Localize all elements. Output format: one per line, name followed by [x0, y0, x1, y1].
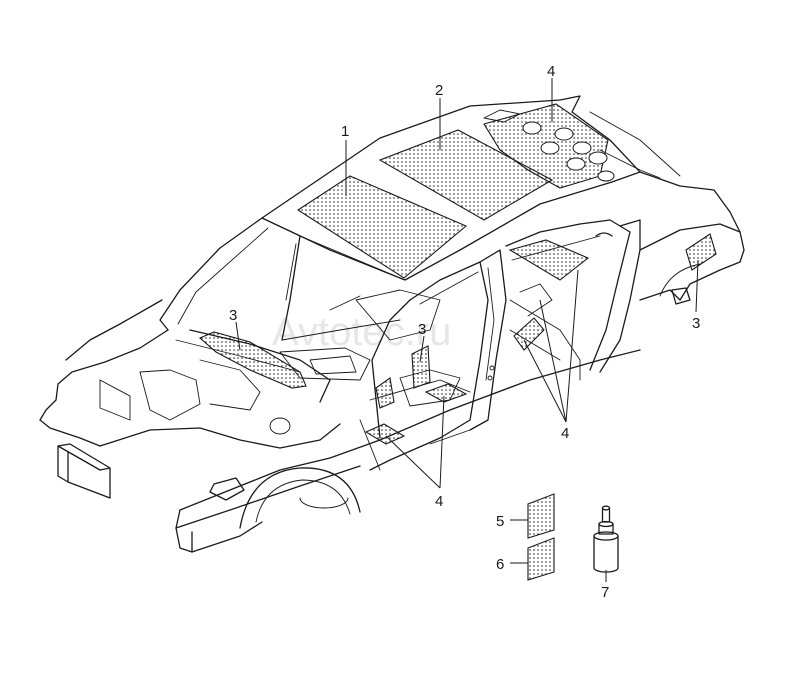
front-door-pad [375, 377, 395, 409]
roof-pad-front [296, 175, 468, 279]
callout-labels: 1 2 4 3 3 3 4 4 5 6 7 [229, 63, 700, 601]
callout-3-pillar: 3 [418, 321, 426, 338]
callout-3-rear: 3 [692, 315, 700, 332]
floor-pad-right [424, 383, 468, 403]
callout-6: 6 [496, 556, 504, 573]
rear-shelf-holes [522, 121, 615, 182]
floor-pad-left [364, 423, 406, 445]
pad-part-5 [527, 493, 555, 539]
callout-7: 7 [601, 584, 609, 601]
callout-4-roof: 4 [547, 63, 555, 80]
callout-3-front: 3 [229, 307, 237, 324]
adhesive-bottle-icon [593, 505, 619, 573]
rear-quarter-pad [685, 233, 717, 271]
b-pillar-pad [411, 345, 431, 389]
side-sill-pad [513, 317, 545, 351]
car-body-outline [39, 95, 745, 553]
pad-part-6 [527, 537, 555, 581]
callout-2: 2 [435, 82, 443, 99]
cowl-strip-pad [198, 331, 307, 389]
callout-5: 5 [496, 513, 504, 530]
leader-lines [235, 78, 699, 582]
callout-1: 1 [341, 123, 349, 140]
callout-4-floor: 4 [435, 493, 443, 510]
loose-parts [527, 493, 619, 581]
callout-4-side: 4 [561, 425, 569, 442]
rear-floor-pad [508, 239, 590, 281]
insulation-pads [198, 103, 717, 445]
